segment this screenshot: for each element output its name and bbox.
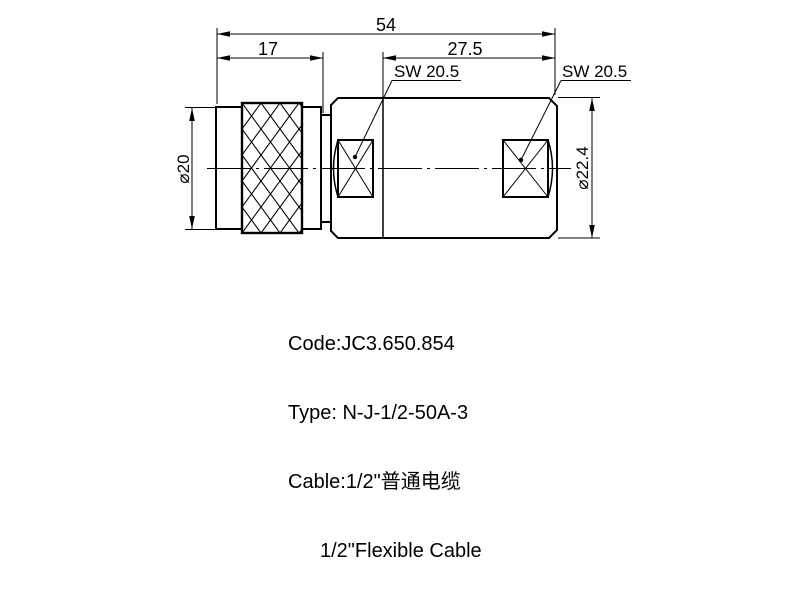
dim-total-length-label: 54	[376, 15, 396, 35]
dimension-arrowheads	[189, 31, 595, 238]
connector-body	[330, 97, 558, 239]
wrench-flat-left-face	[337, 139, 374, 198]
technical-drawing-sheet: 54 17 27.5 SW 20.5 SW 20.5 ⌀20 ⌀22.4 Cod…	[174, 15, 631, 562]
knurled-section	[240, 101, 304, 235]
wrench-flat-right-face	[502, 139, 549, 198]
dim-coupling-length-label: 17	[258, 39, 278, 59]
wrench-flat-left-arc	[332, 139, 339, 198]
sw-rear-leader-dot	[518, 157, 524, 163]
dimension-lines	[185, 28, 631, 239]
part-type-line: Type: N-J-1/2-50A-3	[288, 402, 469, 424]
wrench-flat-right-diagonals	[502, 139, 549, 198]
part-cable-en-line: 1/2"Flexible Cable	[320, 540, 482, 562]
sw-front-leader-dot	[352, 154, 358, 160]
arrow-body-left	[383, 55, 396, 61]
body-diameter-label: ⌀22.4	[573, 146, 592, 189]
arrow-total-right	[542, 31, 555, 37]
arrow-body-right	[542, 55, 555, 61]
part-cable-zh-line: Cable:1/2"普通电缆	[288, 471, 461, 493]
arrow-dia20-top	[189, 108, 195, 121]
arrow-total-left	[217, 31, 230, 37]
wrench-flat-right	[502, 139, 554, 198]
sw-rear-leader	[520, 80, 562, 161]
part-code-line: Code:JC3.650.854	[288, 333, 455, 355]
wrench-flat-right-arc	[547, 139, 554, 198]
arrow-dia20-bottom	[189, 216, 195, 229]
arrow-dia224-top	[589, 98, 595, 111]
arrow-coupling-left	[217, 55, 230, 61]
dim-body-length-label: 27.5	[447, 39, 482, 59]
arrow-coupling-right	[310, 55, 323, 61]
wrench-flat-left	[332, 139, 374, 198]
part-notes: Code:JC3.650.854 Type: N-J-1/2-50A-3 Cab…	[288, 287, 482, 609]
sw-front-leader	[354, 80, 393, 158]
connector-outline	[207, 97, 571, 239]
wrench-flat-left-diagonals	[337, 139, 374, 198]
wrench-size-front-label: SW 20.5	[394, 62, 459, 81]
connector-drawing: 54 17 27.5 SW 20.5 SW 20.5 ⌀20 ⌀22.4	[174, 15, 631, 239]
coupling-diameter-label: ⌀20	[174, 154, 193, 183]
arrow-dia224-bottom	[589, 225, 595, 238]
wrench-size-rear-label: SW 20.5	[562, 62, 627, 81]
